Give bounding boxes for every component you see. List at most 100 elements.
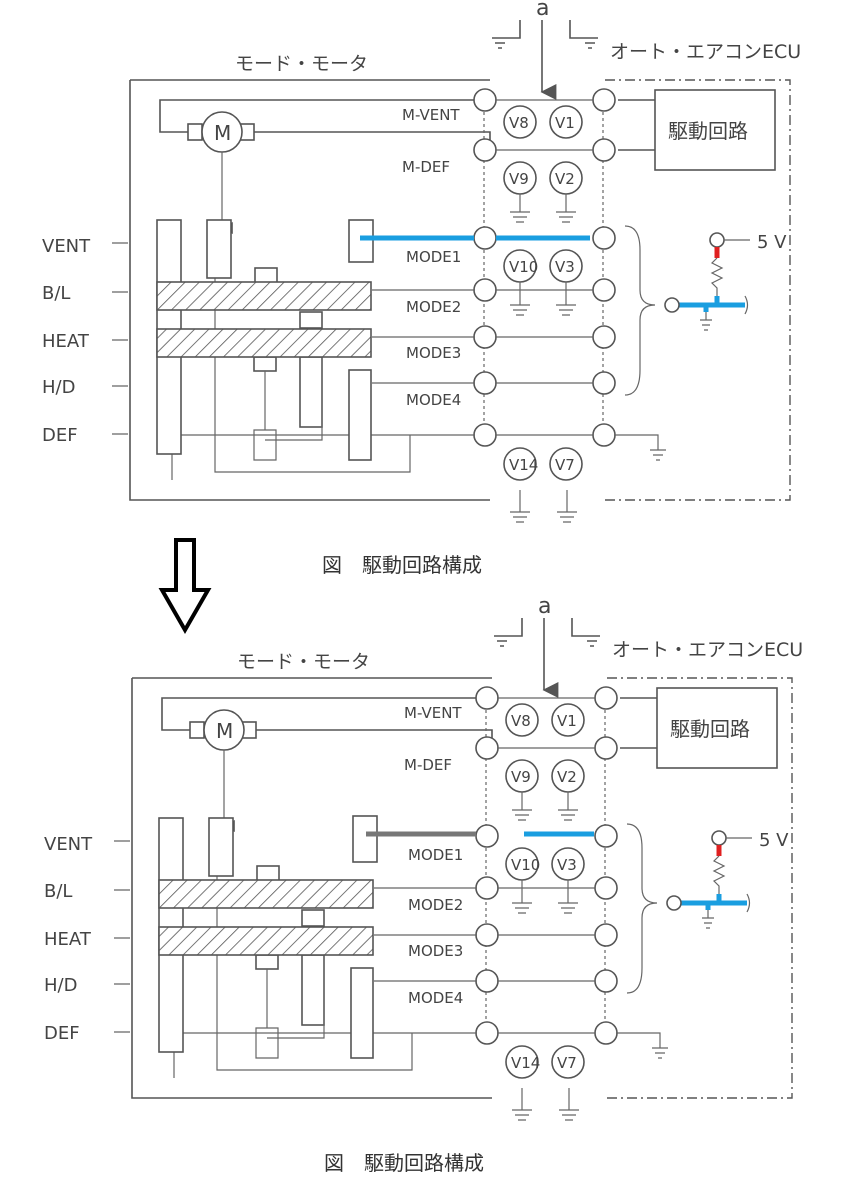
terminal-node-right-6: [592, 423, 616, 447]
svg-text:V14: V14: [511, 1054, 540, 1072]
terminal-node-left-5: [473, 371, 497, 395]
svg-text:V10: V10: [511, 856, 540, 874]
pullup-5v-icon: 5 V: [666, 830, 789, 929]
svg-text:MODE1: MODE1: [408, 846, 463, 864]
ecu-title: オート・エアコンECU: [610, 41, 801, 63]
terminal-label-mode1: MODE1: [406, 248, 461, 266]
terminal-node-left-6: [475, 1021, 499, 1045]
terminal-label-mode2: MODE2: [406, 298, 461, 316]
voltmeter-v2-icon: V2: [549, 161, 583, 195]
circuit-panel-before: a モード・モータ オート・エアコンECU 駆動回路 M M-VENT M-DE…: [42, 0, 801, 577]
terminal-node-right-1: [594, 736, 618, 760]
svg-text:HEAT: HEAT: [42, 331, 90, 352]
svg-text:MODE4: MODE4: [408, 989, 463, 1007]
svg-text:V3: V3: [557, 856, 577, 874]
svg-text:MODE2: MODE2: [408, 896, 463, 914]
voltmeter-v10-icon: V10: [505, 847, 540, 881]
svg-text:DEF: DEF: [44, 1023, 80, 1044]
pullup-5v-icon: 5 V: [664, 232, 787, 331]
terminal-node-left-4: [475, 923, 499, 947]
svg-text:オート・エアコンECU: オート・エアコンECU: [612, 639, 803, 661]
svg-text:V7: V7: [555, 456, 575, 474]
position-labels: VENT B/L HEAT H/D DEF: [42, 236, 91, 446]
svg-text:駆動回路: 駆動回路: [670, 717, 750, 741]
caption-1: 図 駆動回路構成: [322, 553, 482, 577]
svg-text:V7: V7: [557, 1054, 577, 1072]
contact-band-bl: [156, 281, 372, 311]
voltmeter-v1-icon: V1: [549, 105, 583, 139]
voltmeter-v10-icon: V10: [503, 249, 538, 283]
voltmeter-v8-icon: V8: [505, 703, 539, 737]
svg-text:M: M: [214, 121, 231, 145]
terminal-node-right-5: [594, 969, 618, 993]
drive-circuit-label: 駆動回路: [668, 119, 748, 143]
voltmeter-v1-icon: V1: [551, 703, 585, 737]
svg-text:V2: V2: [557, 768, 577, 786]
down-arrow-icon: [158, 538, 212, 635]
terminal-node-left-1: [473, 138, 497, 162]
terminal-node-left-6: [473, 423, 497, 447]
svg-text:H/D: H/D: [42, 377, 75, 398]
terminal-node-right-0: [592, 88, 616, 112]
terminal-node-left-0: [475, 686, 499, 710]
svg-text:V9: V9: [511, 768, 531, 786]
drive-circuit-box: [654, 89, 776, 171]
svg-text:V1: V1: [557, 712, 577, 730]
ground-icon: [492, 20, 521, 49]
voltmeter-v3-icon: V3: [549, 249, 583, 283]
contact-band-heat: [156, 328, 372, 358]
svg-text:V1: V1: [555, 114, 575, 132]
terminal-node-left-3: [473, 278, 497, 302]
position-labels: VENT B/L HEAT H/D DEF: [44, 834, 93, 1044]
svg-text:V14: V14: [509, 456, 538, 474]
svg-text:H/D: H/D: [44, 975, 77, 996]
terminal-node-left-0: [473, 88, 497, 112]
svg-text:V3: V3: [555, 258, 575, 276]
terminal-node-left-2: [475, 824, 499, 848]
svg-text:モード・モータ: モード・モータ: [237, 651, 370, 673]
svg-text:5 V: 5 V: [759, 830, 789, 851]
terminal-node-right-2: [592, 226, 616, 250]
svg-text:V8: V8: [509, 114, 529, 132]
caption-2: 図 駆動回路構成: [324, 1151, 484, 1175]
terminal-label-m-def: M-DEF: [402, 158, 450, 176]
voltmeter-v2-icon: V2: [551, 759, 585, 793]
terminal-node-left-3: [475, 876, 499, 900]
voltmeter-v9-icon: V9: [503, 161, 537, 195]
terminal-node-right-4: [592, 325, 616, 349]
circuit-panel-after: a モード・モータ オート・エアコンECU 駆動回路 M M-VENT M-DE…: [44, 594, 803, 1175]
voltmeter-v14-icon: V14: [503, 447, 538, 481]
terminal-node-right-4: [594, 923, 618, 947]
svg-text:B/L: B/L: [44, 881, 72, 902]
svg-text:V10: V10: [509, 258, 538, 276]
terminal-node-left-2: [473, 226, 497, 250]
terminal-label-mode3: MODE3: [406, 344, 461, 362]
label-a: a: [536, 0, 549, 21]
voltmeter-v7-icon: V7: [551, 1045, 585, 1079]
terminal-node-left-1: [475, 736, 499, 760]
terminal-node-right-0: [594, 686, 618, 710]
svg-text:V2: V2: [555, 170, 575, 188]
svg-text:M-DEF: M-DEF: [404, 756, 452, 774]
svg-text:V9: V9: [509, 170, 529, 188]
terminal-node-left-5: [475, 969, 499, 993]
ground-icon: [569, 20, 598, 49]
terminal-node-right-2: [594, 824, 618, 848]
terminal-node-right-3: [594, 876, 618, 900]
terminal-node-right-3: [592, 278, 616, 302]
svg-text:DEF: DEF: [42, 425, 78, 446]
voltmeter-v8-icon: V8: [503, 105, 537, 139]
svg-text:M: M: [216, 719, 233, 743]
svg-text:VENT: VENT: [42, 236, 91, 257]
voltmeter-v3-icon: V3: [551, 847, 585, 881]
svg-text:a: a: [538, 594, 551, 619]
terminal-node-right-1: [592, 138, 616, 162]
terminal-node-right-6: [594, 1021, 618, 1045]
voltmeter-v14-icon: V14: [505, 1045, 540, 1079]
svg-text:MODE3: MODE3: [408, 942, 463, 960]
voltmeter-v9-icon: V9: [505, 759, 539, 793]
svg-text:VENT: VENT: [44, 834, 93, 855]
terminal-label-mode4: MODE4: [406, 391, 461, 409]
svg-text:HEAT: HEAT: [44, 929, 92, 950]
